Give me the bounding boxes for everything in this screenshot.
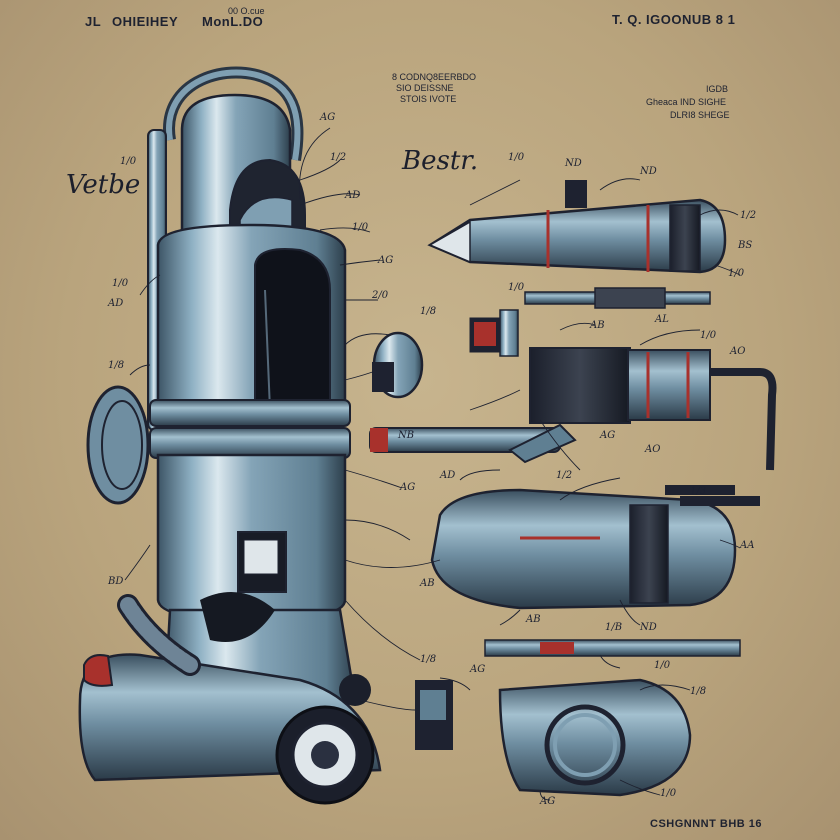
part-label: 1/2 (740, 210, 757, 221)
part-label: 2/0 (372, 290, 389, 301)
note-center-1: 8 CODNQ8EERBDO (392, 72, 477, 82)
part-label: AB (590, 320, 605, 331)
canister-component (430, 485, 760, 610)
leader-lines (124, 127, 741, 801)
part-label: 1/8 (108, 360, 125, 371)
part-label: AA (740, 540, 755, 551)
part-label: AD (108, 298, 124, 309)
part-label: BD (108, 576, 124, 587)
part-label: 1/0 (112, 278, 129, 289)
script-title-left: Vetbe (66, 170, 141, 200)
part-label: 1/0 (728, 268, 745, 279)
part-label: AG (470, 664, 486, 675)
part-label: 1/2 (330, 152, 347, 163)
part-label: NB (398, 430, 415, 441)
note-right-2: Gheaca IND SIGHE (646, 97, 727, 107)
header-name: OHIEIHEY (112, 14, 179, 29)
part-label: AG (540, 796, 556, 807)
part-label: BS (738, 240, 753, 251)
part-label: 1/0 (352, 222, 369, 233)
part-label: AB (420, 578, 435, 589)
part-label: AD (345, 190, 361, 201)
part-label: AG (400, 482, 416, 493)
script-title-center: Bestr. (402, 146, 479, 176)
part-label: 1/8 (420, 654, 437, 665)
part-label: AG (600, 430, 616, 441)
part-label: 1/8 (420, 306, 437, 317)
motor-assembly (369, 347, 777, 471)
lower-attachments (415, 639, 741, 797)
nozzle-component (427, 180, 727, 309)
note-right-3: DLRI8 SHEGE (670, 110, 730, 120)
part-label: AO (645, 444, 661, 455)
part-label: 1/0 (120, 156, 137, 167)
part-label: ND (640, 622, 657, 633)
small-parts (372, 309, 519, 399)
part-label: AD (440, 470, 456, 481)
part-label: 1/0 (508, 282, 525, 293)
part-label: AO (730, 346, 746, 357)
part-label: 1/0 (654, 660, 671, 671)
part-label: AL (655, 314, 669, 325)
part-label: ND (565, 158, 582, 169)
part-label: 1/0 (660, 788, 677, 799)
note-center-3: STOIS IVOTE (400, 94, 457, 104)
part-label: AG (378, 255, 394, 266)
header-model-sup: 00 O.cue (228, 6, 265, 16)
part-label: 1/B (605, 622, 623, 633)
note-center-2: SIO DEISSNE (396, 83, 454, 93)
note-right-1: IGDB (706, 84, 729, 94)
patent-number: T. Q. IGOONUB 8 1 (612, 12, 736, 27)
part-label: AG (320, 112, 336, 123)
part-label: 1/8 (690, 686, 707, 697)
part-label: 1/0 (508, 152, 525, 163)
header-model: MonL.DO (202, 14, 264, 29)
part-label: AB (526, 614, 541, 625)
part-label: 1/3 (690, 486, 707, 497)
footer-note: CSHGNNNT BHB 16 (650, 818, 763, 830)
header-code: JL (85, 14, 102, 29)
part-label: 1/2 (556, 470, 573, 481)
part-label: 1/0 (700, 330, 717, 341)
main-vacuum-body (78, 66, 382, 805)
part-label: ND (640, 166, 657, 177)
